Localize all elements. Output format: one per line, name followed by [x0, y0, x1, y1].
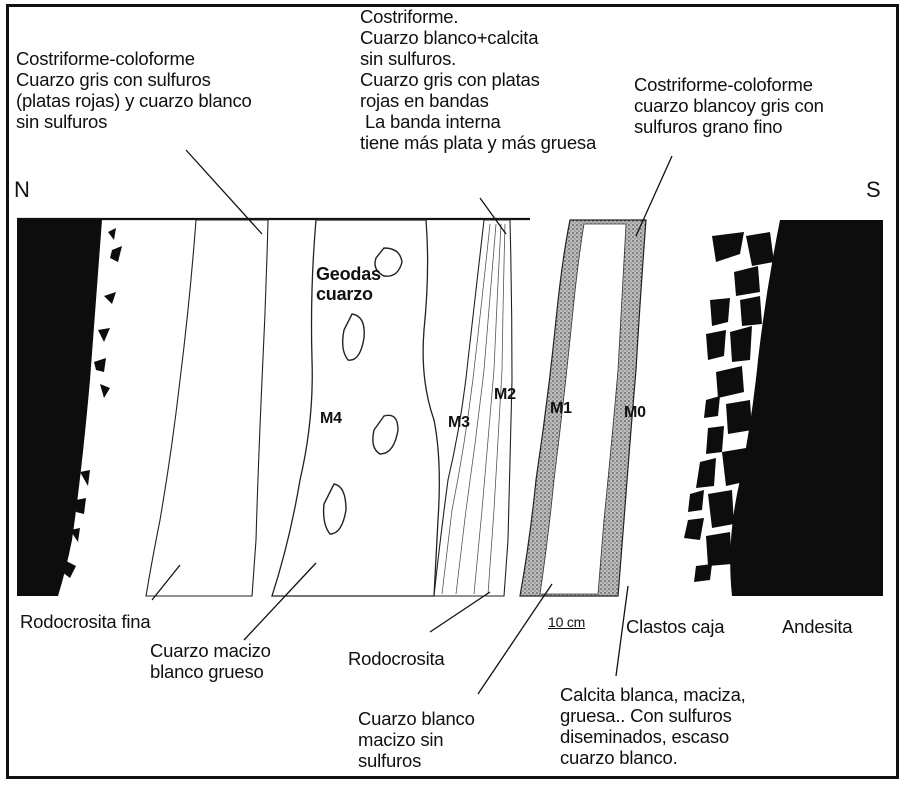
band-code-m4: M4	[320, 410, 342, 428]
annotation-top-left: Costriforme-coloforme Cuarzo gris con su…	[16, 48, 252, 132]
label-rodocrosita-fina: Rodocrosita fina	[20, 611, 150, 632]
north-label: N	[14, 178, 30, 202]
label-cuarzo-macizo: Cuarzo macizo blanco grueso	[150, 640, 271, 682]
label-calcita: Calcita blanca, maciza, gruesa.. Con sul…	[560, 684, 746, 768]
scale-bar: 10 cm	[548, 614, 585, 630]
band-rodocrosita-fina	[146, 220, 268, 596]
annotation-top-center: Costriforme. Cuarzo blanco+calcita sin s…	[360, 6, 596, 153]
band-code-m1: M1	[550, 400, 572, 418]
annotation-top-right: Costriforme-coloforme cuarzo blancoy gri…	[634, 74, 824, 137]
label-rodocrosita: Rodocrosita	[348, 648, 445, 669]
label-andesita: Andesita	[782, 616, 852, 637]
band-m3-m2	[434, 220, 512, 596]
geodas-label: Geodas cuarzo	[316, 264, 381, 304]
north-host-rock	[17, 220, 102, 596]
band-code-m3: M3	[448, 414, 470, 432]
label-cuarzo-blanco-macizo: Cuarzo blanco macizo sin sulfuros	[358, 708, 475, 771]
south-label: S	[866, 178, 880, 202]
band-code-m0: M0	[624, 404, 646, 422]
label-clastos-caja: Clastos caja	[626, 616, 724, 637]
band-code-m2: M2	[494, 386, 516, 404]
